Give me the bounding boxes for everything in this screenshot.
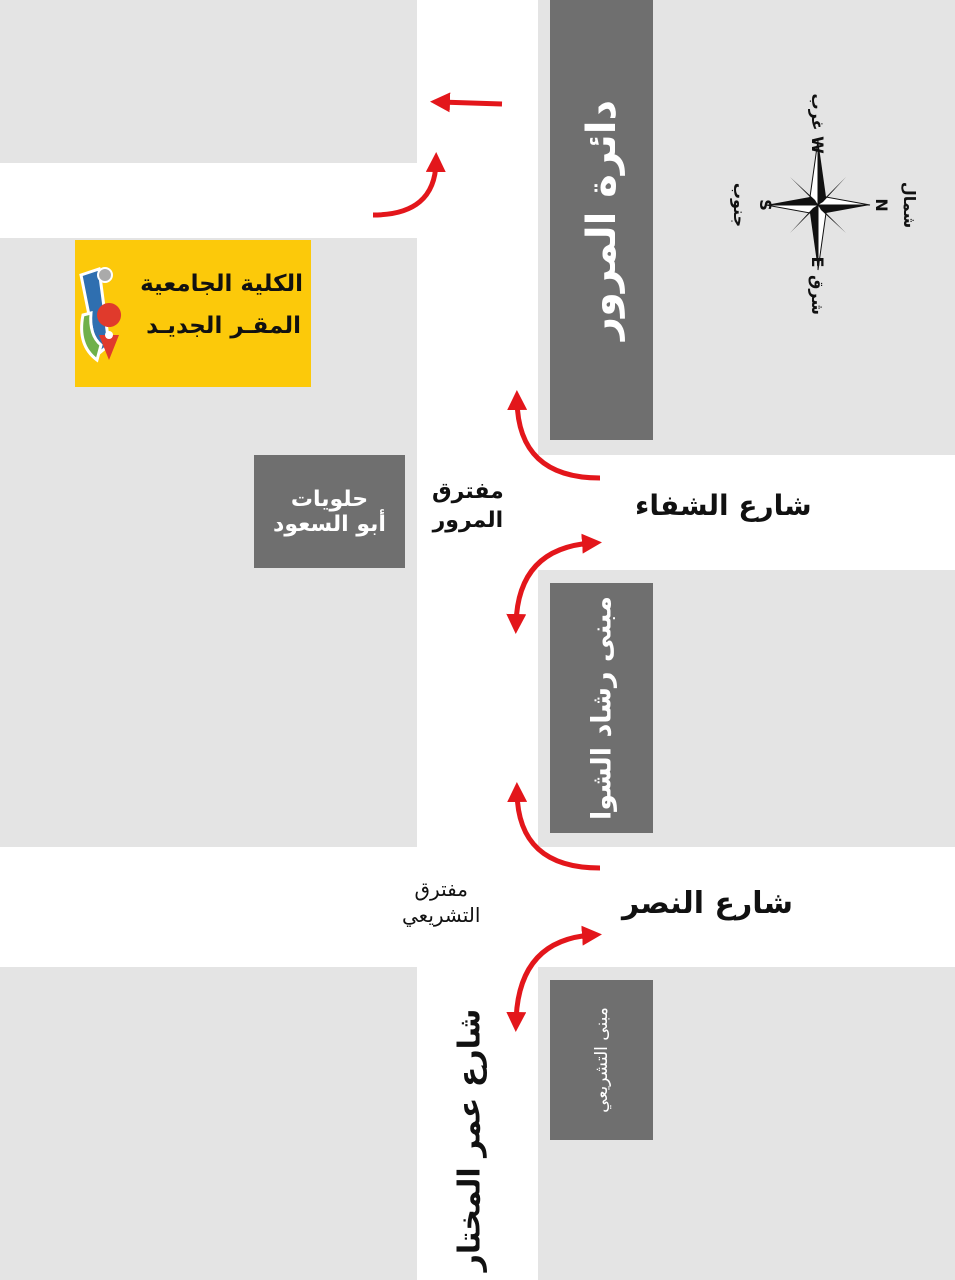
college-marker[interactable]: الكلية الجامعية المقـر الجديـد [75,240,311,387]
building-legislative: مبنى التشريعي [550,980,653,1140]
sweets-label-2: أبو السعود [273,511,386,537]
college-name: الكلية الجامعية [140,271,303,297]
sweets-shop: حلويات أبو السعود [254,455,405,568]
rashad-shawa-label: مبنى رشاد الشوا [586,595,617,821]
building-traffic-dept: دائرة المرور [550,0,653,440]
junction-traffic-1: مفترق [432,479,504,504]
omar-mukhtar-label: شارع عمر المختار [452,1008,488,1272]
sweets-label-1: حلويات [290,486,369,512]
junction-legislative-2: التشريعي [402,903,481,927]
traffic-dept-label: دائرة المرور [578,100,625,340]
street-shifa: شارع الشفاء [635,489,812,522]
college-logo-icon [79,267,122,363]
junction-traffic-2: المرور [432,507,504,533]
college-subtitle: المقـر الجديـد [146,313,301,339]
legislative-label: مبنى التشريعي [591,1007,612,1113]
block-bottom-left [0,967,417,1280]
junction-legislative-1: مفترق [414,877,468,901]
arrow-top-turn [372,152,446,218]
street-omar-mukhtar: شارع عمر المختار [420,1008,520,1272]
block-top-left [0,0,417,163]
junction-traffic: مفترق المرور [432,478,504,535]
junction-legislative: مفترق التشريعي [402,876,480,928]
arrow-top-left [430,92,503,113]
street-nasr: شارع النصر [622,886,793,921]
building-rashad-shawa: مبنى رشاد الشوا [550,583,653,833]
